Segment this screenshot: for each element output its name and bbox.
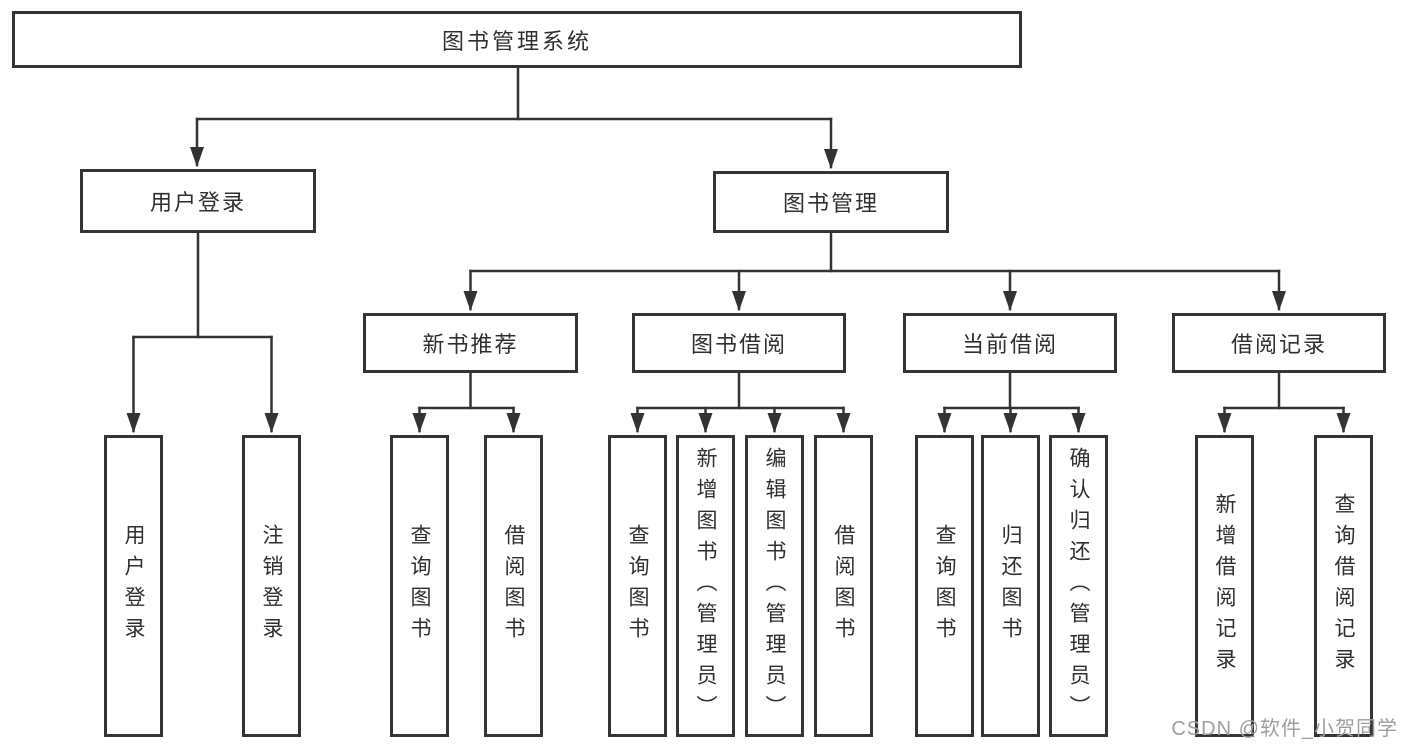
leaf-recommend-query-books: 查询图书	[390, 435, 449, 737]
leaf-confirm-return-admin: 确认归还（管理员）	[1049, 435, 1108, 737]
leaf-user-login: 用户登录	[104, 435, 163, 737]
leaf-edit-book-admin: 编辑图书（管理员）	[745, 435, 804, 737]
leaf-borrow-query-books-label: 查询图书	[626, 524, 649, 648]
node-borrow-records-label: 借阅记录	[1230, 332, 1327, 357]
node-user-login-label: 用户登录	[149, 190, 246, 215]
node-root: 图书管理系统	[12, 11, 1022, 68]
leaf-query-borrow-record-label: 查询借阅记录	[1332, 493, 1355, 679]
leaf-recommend-borrow-books: 借阅图书	[484, 435, 543, 737]
node-book-management-label: 图书管理	[782, 191, 879, 216]
leaf-return-books: 归还图书	[981, 435, 1040, 737]
leaf-borrow-books: 借阅图书	[814, 435, 873, 737]
leaf-current-query-books: 查询图书	[915, 435, 974, 737]
leaf-recommend-borrow-books-label: 借阅图书	[502, 524, 525, 648]
node-book-management: 图书管理	[713, 171, 949, 233]
node-current-borrow: 当前借阅	[903, 313, 1117, 373]
leaf-user-login-label: 用户登录	[122, 524, 145, 648]
leaf-edit-book-admin-label: 编辑图书（管理员）	[763, 446, 786, 726]
leaf-recommend-query-books-label: 查询图书	[408, 524, 431, 648]
node-user-login: 用户登录	[80, 169, 316, 233]
leaf-add-book-admin: 新增图书（管理员）	[676, 435, 735, 737]
node-current-borrow-label: 当前借阅	[961, 332, 1058, 357]
node-borrow-records: 借阅记录	[1172, 313, 1386, 373]
node-new-book-recommend-label: 新书推荐	[422, 332, 519, 357]
leaf-return-books-label: 归还图书	[999, 524, 1022, 648]
leaf-add-borrow-record: 新增借阅记录	[1195, 435, 1254, 737]
leaf-borrow-query-books: 查询图书	[608, 435, 667, 737]
leaf-logout: 注销登录	[242, 435, 301, 737]
leaf-add-borrow-record-label: 新增借阅记录	[1213, 493, 1236, 679]
leaf-borrow-books-label: 借阅图书	[832, 524, 855, 648]
leaf-add-book-admin-label: 新增图书（管理员）	[694, 446, 717, 726]
node-book-borrow-label: 图书借阅	[690, 332, 787, 357]
node-book-borrow: 图书借阅	[632, 313, 846, 373]
watermark: CSDN @软件_小贺同学	[1171, 718, 1398, 740]
leaf-current-query-books-label: 查询图书	[933, 524, 956, 648]
leaf-confirm-return-admin-label: 确认归还（管理员）	[1067, 446, 1090, 726]
node-root-label: 图书管理系统	[441, 28, 592, 54]
leaf-logout-label: 注销登录	[260, 524, 283, 648]
leaf-query-borrow-record: 查询借阅记录	[1314, 435, 1373, 737]
node-new-book-recommend: 新书推荐	[363, 313, 578, 373]
